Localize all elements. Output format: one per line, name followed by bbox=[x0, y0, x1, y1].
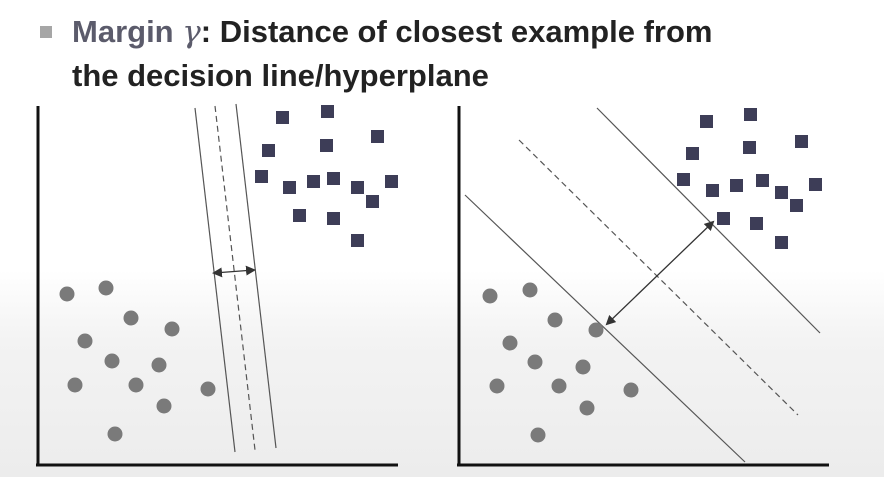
circle-point bbox=[104, 353, 120, 369]
circle-point bbox=[547, 312, 563, 328]
square-point bbox=[283, 181, 296, 194]
square-point bbox=[730, 179, 743, 192]
circle-point bbox=[128, 377, 144, 393]
boundary-line bbox=[596, 107, 821, 334]
circle-point bbox=[98, 280, 114, 296]
square-point bbox=[327, 172, 340, 185]
square-point bbox=[756, 174, 769, 187]
circle-point bbox=[156, 398, 172, 414]
square-point bbox=[293, 209, 306, 222]
square-point bbox=[686, 147, 699, 160]
square-point bbox=[775, 186, 788, 199]
boundary-line bbox=[235, 103, 277, 449]
margin-term: Margin bbox=[72, 14, 174, 49]
circle-point bbox=[67, 377, 83, 393]
margin-arrow bbox=[605, 220, 715, 326]
class-circles bbox=[482, 282, 639, 443]
square-point bbox=[371, 130, 384, 143]
class-circles bbox=[59, 280, 216, 442]
separator: : bbox=[200, 14, 212, 49]
square-point bbox=[351, 234, 364, 247]
square-point bbox=[775, 236, 788, 249]
definition-text: Distance of closest example from bbox=[211, 14, 713, 49]
boundary-line bbox=[194, 107, 236, 453]
circle-point bbox=[77, 333, 93, 349]
square-point bbox=[307, 175, 320, 188]
bullet-text: Margin γ: Distance of closest example fr… bbox=[72, 10, 712, 98]
square-point bbox=[255, 170, 268, 183]
square-point bbox=[262, 144, 275, 157]
square-point bbox=[809, 178, 822, 191]
circle-point bbox=[482, 288, 498, 304]
circle-point bbox=[551, 378, 567, 394]
circle-point bbox=[623, 382, 639, 398]
circle-point bbox=[527, 354, 543, 370]
circle-point bbox=[575, 359, 591, 375]
gamma-symbol: γ bbox=[182, 14, 201, 50]
definition-text-line2: the decision line/hyperplane bbox=[72, 58, 489, 93]
square-point bbox=[790, 199, 803, 212]
boundary-line bbox=[464, 194, 746, 463]
circle-point bbox=[579, 400, 595, 416]
square-point bbox=[366, 195, 379, 208]
decision-line bbox=[214, 105, 256, 451]
circle-point bbox=[502, 335, 518, 351]
circle-point bbox=[522, 282, 538, 298]
square-point bbox=[706, 184, 719, 197]
circle-point bbox=[59, 286, 75, 302]
square-point bbox=[677, 173, 690, 186]
circle-point bbox=[164, 321, 180, 337]
square-point bbox=[321, 105, 334, 118]
square-point bbox=[743, 141, 756, 154]
square-point bbox=[351, 181, 364, 194]
panel-wide-margin bbox=[457, 106, 829, 467]
square-point bbox=[385, 175, 398, 188]
square-point bbox=[276, 111, 289, 124]
circle-point bbox=[489, 378, 505, 394]
circle-point bbox=[123, 310, 139, 326]
class-squares bbox=[677, 108, 822, 249]
bullet-marker bbox=[40, 26, 52, 38]
bullet-point: Margin γ: Distance of closest example fr… bbox=[40, 10, 860, 98]
square-point bbox=[327, 212, 340, 225]
square-point bbox=[700, 115, 713, 128]
margin-arrow bbox=[212, 265, 256, 278]
circle-point bbox=[588, 322, 604, 338]
square-point bbox=[717, 212, 730, 225]
square-point bbox=[795, 135, 808, 148]
circle-point bbox=[200, 381, 216, 397]
square-point bbox=[744, 108, 757, 121]
panel-narrow-margin bbox=[36, 103, 398, 467]
square-point bbox=[750, 217, 763, 230]
circle-point bbox=[107, 426, 123, 442]
circle-point bbox=[530, 427, 546, 443]
square-point bbox=[320, 139, 333, 152]
class-squares bbox=[255, 105, 398, 247]
circle-point bbox=[151, 357, 167, 373]
